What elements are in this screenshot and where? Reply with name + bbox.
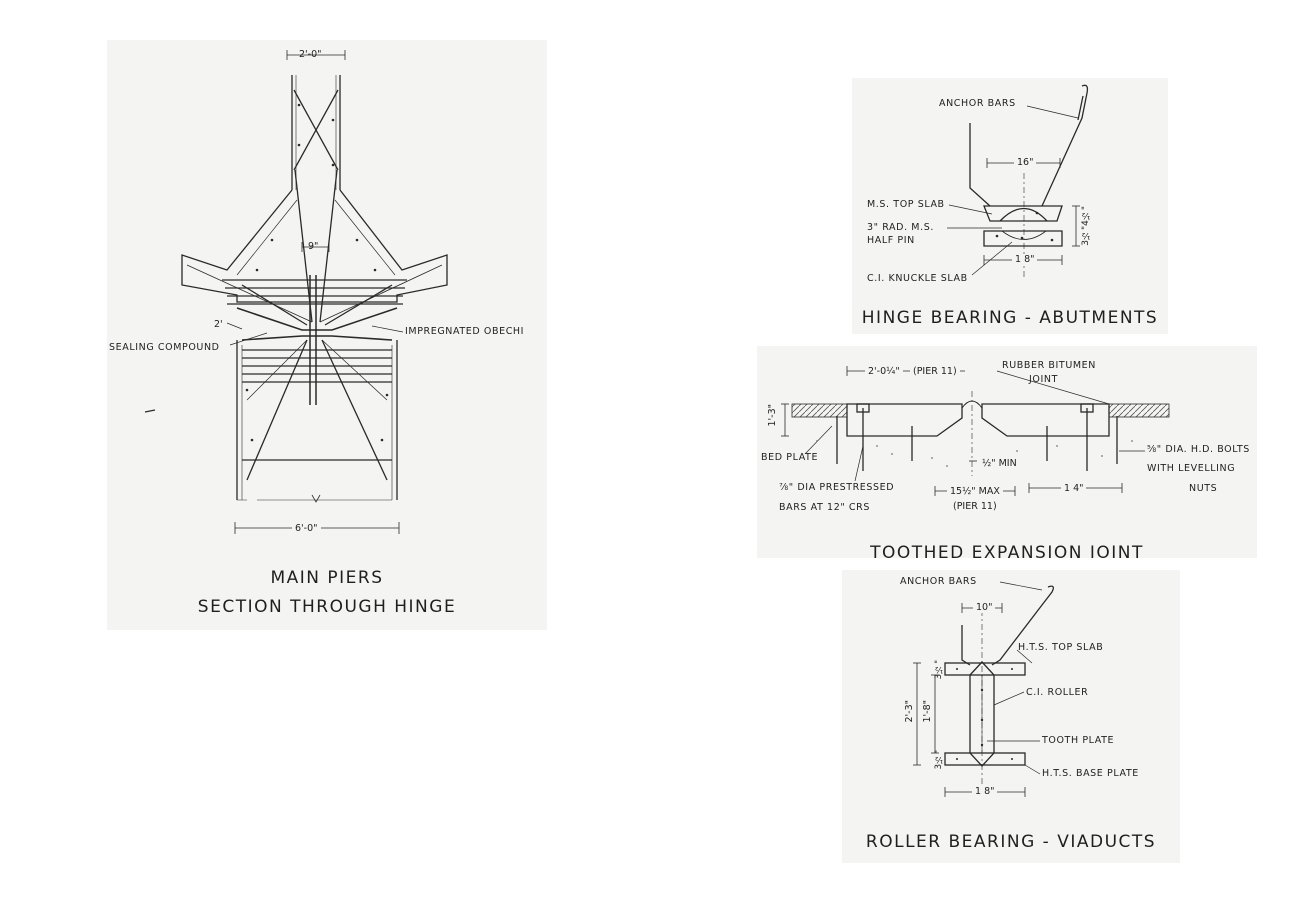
hinge-label-pin-2: HALF PIN	[867, 235, 915, 246]
main-piers-drawing	[144, 50, 448, 534]
roller-dim-plate-bottom: 3½"	[934, 750, 944, 770]
expansion-caption: TOOTHED EXPANSION JOINT	[870, 543, 1144, 558]
expansion-label-bed-plate: BED PLATE	[761, 452, 819, 463]
roller-label-base: H.T.S. BASE PLATE	[1042, 768, 1139, 779]
expansion-label-bars-2: BARS AT 12" CRS	[779, 502, 870, 513]
roller-label-top-slab: H.T.S. TOP SLAB	[1018, 642, 1104, 653]
main-piers-label-obechi: IMPREGNATED OBECHI	[405, 326, 525, 337]
roller-dim-18: 1 8"	[972, 786, 998, 797]
main-piers-panel: 2'-0" 9" 2' 6'-0" SEALING COMPOUND IMPRE…	[107, 40, 547, 630]
expansion-label-bolts-3: NUTS	[1189, 483, 1218, 494]
expansion-dim-max: 15½" MAX	[947, 486, 1003, 497]
main-piers-dim-side: 2'	[214, 319, 223, 330]
hinge-dim-18: 1 8"	[1012, 254, 1038, 265]
expansion-dim-height: 1'-3"	[767, 404, 778, 427]
roller-label-anchor: ANCHOR BARS	[900, 576, 977, 587]
expansion-joint-panel: 2'-0¼" (PIER 11) RUBBER BITUMEN JOINT 1'…	[757, 346, 1257, 558]
expansion-dim-span: 2'-0¼"	[865, 366, 903, 377]
expansion-dim-min: ½" MIN	[982, 458, 1017, 469]
expansion-dim-14: 1 4"	[1061, 483, 1087, 494]
roller-bearing-drawing	[913, 581, 1054, 797]
roller-dim-inner: 1'-8"	[922, 700, 933, 723]
expansion-label-rubber-2: JOINT	[1029, 374, 1058, 385]
roller-caption: ROLLER BEARING - VIADUCTS	[865, 832, 1157, 852]
main-piers-caption-1: MAIN PIERS	[270, 568, 384, 588]
expansion-dim-max-note: (PIER 11)	[953, 501, 997, 512]
main-piers-dim-top: 2'-0"	[299, 49, 322, 60]
hinge-label-anchor: ANCHOR BARS	[939, 98, 1016, 109]
hinge-caption: HINGE BEARING - ABUTMENTS	[861, 308, 1159, 328]
expansion-label-bars-1: ⅞" DIA PRESTRESSED	[779, 482, 895, 493]
hinge-dim-side: 3½"4½"	[1081, 206, 1091, 246]
main-piers-caption-2: SECTION THROUGH HINGE	[197, 597, 457, 617]
expansion-label-bolts-1: ⅝" DIA. H.D. BOLTS	[1147, 444, 1250, 455]
hinge-bearing-drawing	[947, 84, 1089, 278]
hinge-label-knuckle: C.I. KNUCKLE SLAB	[867, 273, 968, 284]
roller-label-tooth: TOOTH PLATE	[1042, 735, 1115, 746]
roller-dim-10: 10"	[973, 602, 996, 613]
roller-label-roller: C.I. ROLLER	[1026, 687, 1089, 698]
hinge-bearing-panel: ANCHOR BARS 16" M.S. TOP SLAB 3" RAD. M.…	[852, 78, 1168, 334]
roller-bearing-panel: ANCHOR BARS 10" H.T.S. TOP SLAB C.I. ROL…	[842, 570, 1180, 863]
expansion-dim-span-note: (PIER 11)	[910, 366, 960, 377]
main-piers-dim-hinge: 9"	[308, 241, 319, 252]
main-piers-dim-bottom: 6'-0"	[292, 523, 321, 534]
expansion-label-rubber-1: RUBBER BITUMEN	[1002, 360, 1096, 371]
hinge-dim-16: 16"	[1014, 157, 1037, 168]
expansion-label-bolts-2: WITH LEVELLING	[1147, 463, 1236, 474]
hinge-label-pin-1: 3" RAD. M.S.	[867, 222, 934, 233]
hinge-label-top-slab: M.S. TOP SLAB	[867, 199, 945, 210]
roller-dim-plate-top: 3½"	[934, 660, 944, 680]
main-piers-label-sealing: SEALING COMPOUND	[109, 342, 220, 353]
roller-dim-total: 2'-3"	[904, 700, 915, 723]
